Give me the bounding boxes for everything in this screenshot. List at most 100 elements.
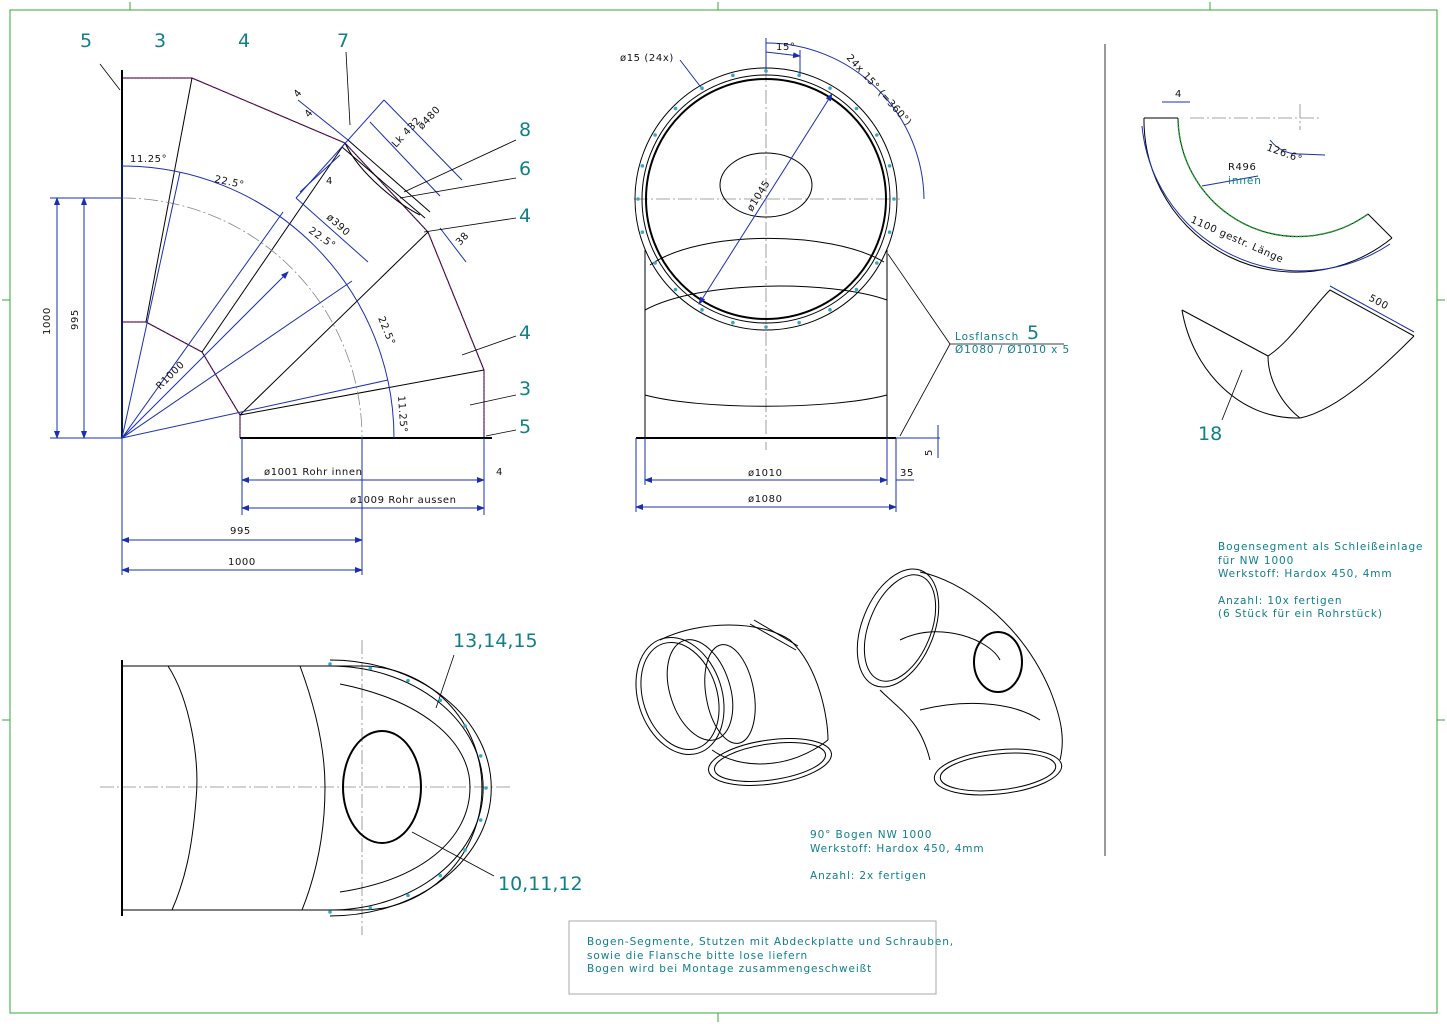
angle-22-5-c: 22.5° — [375, 315, 397, 347]
dim-15deg: 15° — [776, 42, 796, 53]
seg-t4: 4 — [1175, 89, 1182, 100]
bend-note-line: Werkstoff: Hardox 450, 4mm — [810, 843, 985, 855]
segment-note-line: Anzahl: 10x fertigen — [1218, 595, 1342, 607]
dim-t4-c: 4 — [326, 176, 333, 187]
position-3-top: 3 — [154, 30, 166, 52]
seg-500: 500 — [1367, 293, 1391, 313]
segment-note-line: (6 Stück für ein Rohrstück) — [1218, 608, 1383, 620]
bolt-hole — [463, 848, 467, 852]
bolt-hole — [640, 230, 645, 234]
dim-t4-b: 4 — [303, 108, 316, 120]
bolt-hole — [328, 662, 332, 666]
iso-bend-left — [635, 619, 832, 786]
bolt-hole — [764, 69, 768, 73]
bolt-hole — [731, 73, 735, 78]
wear-segment-view — [1141, 101, 1415, 421]
dim-v995: 995 — [70, 309, 81, 330]
delivery-note-line: Bogen wird bei Montage zusammengeschweiß… — [587, 963, 872, 975]
iso-bend-right — [856, 568, 1063, 796]
position-4-b: 4 — [519, 322, 531, 344]
plan-labels: 13,14,15 10,11,12 — [453, 630, 583, 895]
dim-w4: 4 — [496, 467, 503, 478]
dim-r1000: R1000 — [154, 359, 187, 392]
dim-d1080: ø1080 — [748, 494, 783, 505]
position-5-b: 5 — [519, 416, 531, 438]
position-6: 6 — [519, 158, 531, 180]
bolt-hole — [854, 106, 859, 111]
dim-d480: ø480 — [416, 104, 443, 132]
position-4-a: 4 — [519, 205, 531, 227]
segment-note-line: Werkstoff: Hardox 450, 4mm — [1218, 568, 1393, 580]
position-4-top: 4 — [238, 30, 250, 52]
bolt-hole — [887, 164, 892, 168]
segment-labels: 4 126.6° R496 innen 1100 gestr. Länge 50… — [1175, 89, 1390, 445]
delivery-note-line: sowie die Flansche bitte lose liefern — [587, 950, 808, 962]
bolt-hole — [673, 106, 678, 111]
bolt-hole — [892, 197, 896, 201]
dim-lk432: Lk 432 — [390, 115, 423, 150]
bend-side-view — [50, 51, 517, 575]
front-flange-holes — [636, 69, 896, 329]
bolt-hole — [478, 754, 483, 758]
bolt-hole — [406, 678, 410, 683]
delivery-note-box: Bogen-Segmente, Stutzen mit Abdeckplatte… — [568, 920, 954, 995]
dim-38: 38 — [454, 230, 472, 248]
bolt-hole — [640, 164, 645, 168]
bolt-hole — [764, 325, 768, 329]
bolt-hole — [875, 261, 879, 265]
losflansch-spec: Ø1080 / Ø1010 x 5 — [955, 344, 1070, 356]
dim-rohr-innen: ø1001 Rohr innen — [264, 467, 363, 478]
bend-notes: 90° Bogen NW 1000 Werkstoff: Hardox 450,… — [810, 829, 985, 882]
bolt-hole — [653, 133, 657, 137]
bolt-hole — [478, 818, 483, 822]
side-view-labels: 5 3 4 7 8 6 4 4 3 5 11.25° 22.5° 22.5° 2… — [42, 30, 531, 568]
bolt-hole — [463, 724, 467, 728]
bend-note-line: 90° Bogen NW 1000 — [810, 829, 932, 841]
bend-note-line: Anzahl: 2x fertigen — [810, 870, 927, 882]
bolt-hole — [328, 910, 332, 914]
bolt-hole — [731, 320, 735, 325]
bend-plan-view — [100, 640, 510, 935]
position-10-11-12: 10,11,12 — [498, 873, 583, 895]
position-13-14-15: 13,14,15 — [453, 630, 538, 652]
dim-d1010: ø1010 — [748, 468, 783, 479]
segment-note-line: für NW 1000 — [1218, 555, 1294, 567]
position-5-front: 5 — [1027, 322, 1039, 344]
dim-rohr-aussen: ø1009 Rohr aussen — [350, 495, 457, 506]
dim-5: 5 — [924, 449, 935, 456]
plan-flange-holes — [328, 662, 488, 914]
bolt-hole — [700, 308, 704, 312]
position-7: 7 — [337, 30, 349, 52]
segment-notes: Bogensegment als Schleißeinlage für NW 1… — [1218, 541, 1423, 620]
bolt-hole — [828, 308, 832, 312]
position-3-b: 3 — [519, 378, 531, 400]
bolt-hole — [797, 73, 801, 78]
dim-holes: ø15 (24x) — [620, 53, 674, 64]
dim-h995: 995 — [230, 526, 251, 537]
front-view-labels: ø15 (24x) 15° 24x 15° (=360°) ø1045 ø101… — [620, 42, 1070, 505]
position-5-top: 5 — [80, 30, 92, 52]
position-8: 8 — [519, 119, 531, 141]
bolt-hole — [673, 287, 678, 292]
bolt-hole — [368, 666, 373, 671]
seg-angle: 126.6° — [1265, 142, 1304, 165]
bolt-hole — [828, 86, 832, 90]
bolt-hole — [636, 197, 640, 201]
angle-22-5-b: 22.5° — [306, 225, 337, 251]
bolt-hole — [438, 873, 443, 878]
bolt-hole — [438, 698, 443, 703]
seg-innen: innen — [1228, 175, 1262, 187]
bolt-hole — [406, 893, 410, 898]
dim-v1000: 1000 — [42, 307, 53, 335]
angle-11-25-top: 11.25° — [130, 154, 167, 165]
angle-22-5-a: 22.5° — [213, 174, 245, 191]
bolt-hole — [700, 86, 704, 90]
bolt-hole — [484, 786, 488, 790]
bolt-hole — [875, 133, 879, 137]
segment-note-line: Bogensegment als Schleißeinlage — [1218, 541, 1423, 553]
delivery-note-line: Bogen-Segmente, Stutzen mit Abdeckplatte… — [587, 936, 954, 948]
bend-front-view — [634, 38, 1064, 512]
losflansch-label: Losflansch — [955, 331, 1019, 343]
